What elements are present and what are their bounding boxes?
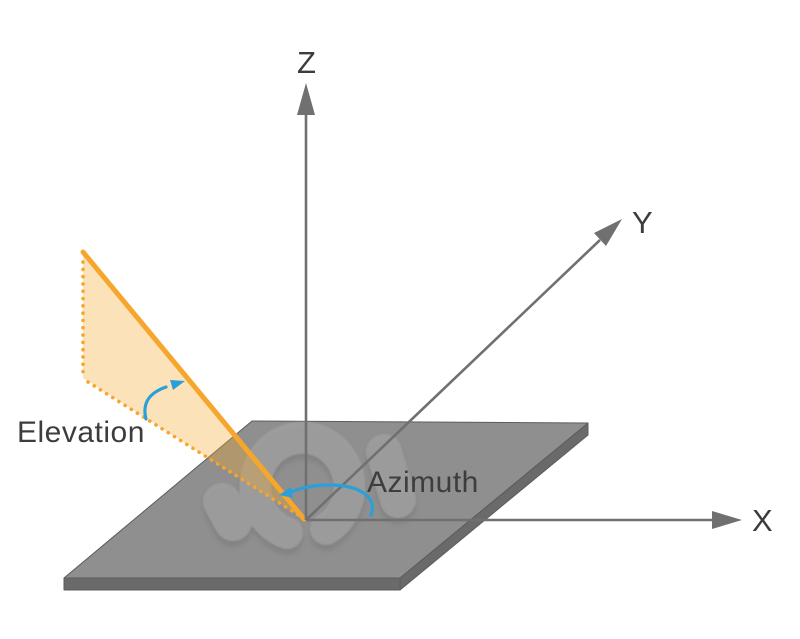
z-axis-label: Z: [297, 45, 316, 80]
y-axis-arrowhead-icon: [594, 219, 622, 246]
elevation-plane-dotted-ground-edge: [86, 380, 302, 518]
labels: Z Y X Elevation Azimuth: [17, 45, 773, 538]
embossed-logo-top: [203, 421, 416, 549]
angle-arrows: [143, 380, 375, 517]
elevation-sight-line: [80, 249, 307, 522]
coordinate-axes: [297, 83, 742, 529]
x-axis-arrowhead-icon: [712, 511, 742, 529]
z-axis-arrowhead-icon: [297, 83, 315, 115]
azimuth-label: Azimuth: [367, 466, 479, 499]
azimuth-arrowhead-icon: [279, 487, 293, 498]
azimuth-curved-arrow-icon: [288, 483, 375, 517]
elevation-curved-arrow-icon: [143, 385, 168, 421]
embossed-logo-icon: [203, 421, 416, 555]
ground-plane-front-face: [63, 577, 401, 591]
y-axis-line: [305, 239, 601, 521]
elevation-arrowhead-icon: [170, 380, 185, 390]
elevation-label: Elevation: [17, 416, 145, 449]
y-axis-label: Y: [632, 205, 653, 240]
x-axis-label: X: [752, 503, 773, 538]
elevation-plane: [80, 249, 307, 522]
